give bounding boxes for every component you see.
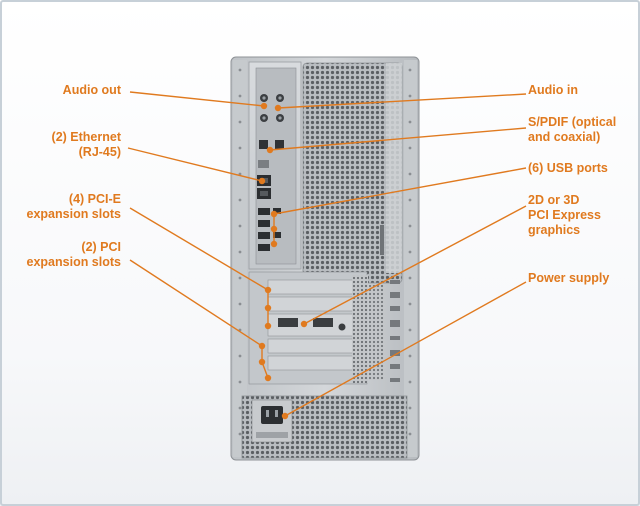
label-graphics-line2: PCI Express bbox=[528, 208, 601, 222]
spdif-ports bbox=[258, 140, 284, 168]
label-usb: (6) USB ports bbox=[528, 161, 608, 176]
label-graphics-line1: 2D or 3D bbox=[528, 193, 580, 207]
label-usb-text: (6) USB ports bbox=[528, 161, 608, 175]
left-rail bbox=[233, 60, 247, 457]
label-audio-out: Audio out bbox=[63, 83, 121, 98]
label-audio-out-text: Audio out bbox=[62, 83, 121, 97]
label-spdif-line2: and coaxial) bbox=[528, 130, 601, 144]
label-spdif-line1: S/PDIF (optical bbox=[528, 115, 617, 129]
label-ethernet-line1: (2) Ethernet bbox=[51, 130, 121, 144]
label-power-text: Power supply bbox=[528, 271, 610, 285]
label-pcie: (4) PCI-E expansion slots bbox=[27, 192, 121, 222]
leader-dots bbox=[258, 102, 308, 420]
label-spdif: S/PDIF (optical and coaxial) bbox=[528, 115, 616, 145]
usb-ports bbox=[258, 208, 281, 251]
label-audio-in: Audio in bbox=[528, 83, 578, 98]
label-pci: (2) PCI expansion slots bbox=[27, 240, 121, 270]
regulatory-marks bbox=[390, 280, 400, 382]
rail-rivets bbox=[238, 68, 412, 436]
label-pci-line2: expansion slots bbox=[26, 255, 121, 269]
power-socket bbox=[261, 406, 283, 424]
audio-ports bbox=[260, 94, 284, 122]
label-graphics: 2D or 3D PCI Express graphics bbox=[528, 193, 601, 238]
graphics-card bbox=[278, 318, 346, 331]
label-power: Power supply bbox=[528, 271, 609, 286]
right-rail bbox=[404, 60, 417, 457]
label-pci-line1: (2) PCI bbox=[81, 240, 121, 254]
label-audio-in-text: Audio in bbox=[528, 83, 578, 97]
label-pcie-line1: (4) PCI-E bbox=[68, 192, 121, 206]
label-graphics-line3: graphics bbox=[528, 223, 581, 237]
label-ethernet-line2: (RJ-45) bbox=[78, 145, 121, 159]
label-ethernet: (2) Ethernet (RJ-45) bbox=[52, 130, 121, 160]
label-pcie-line2: expansion slots bbox=[26, 207, 121, 221]
